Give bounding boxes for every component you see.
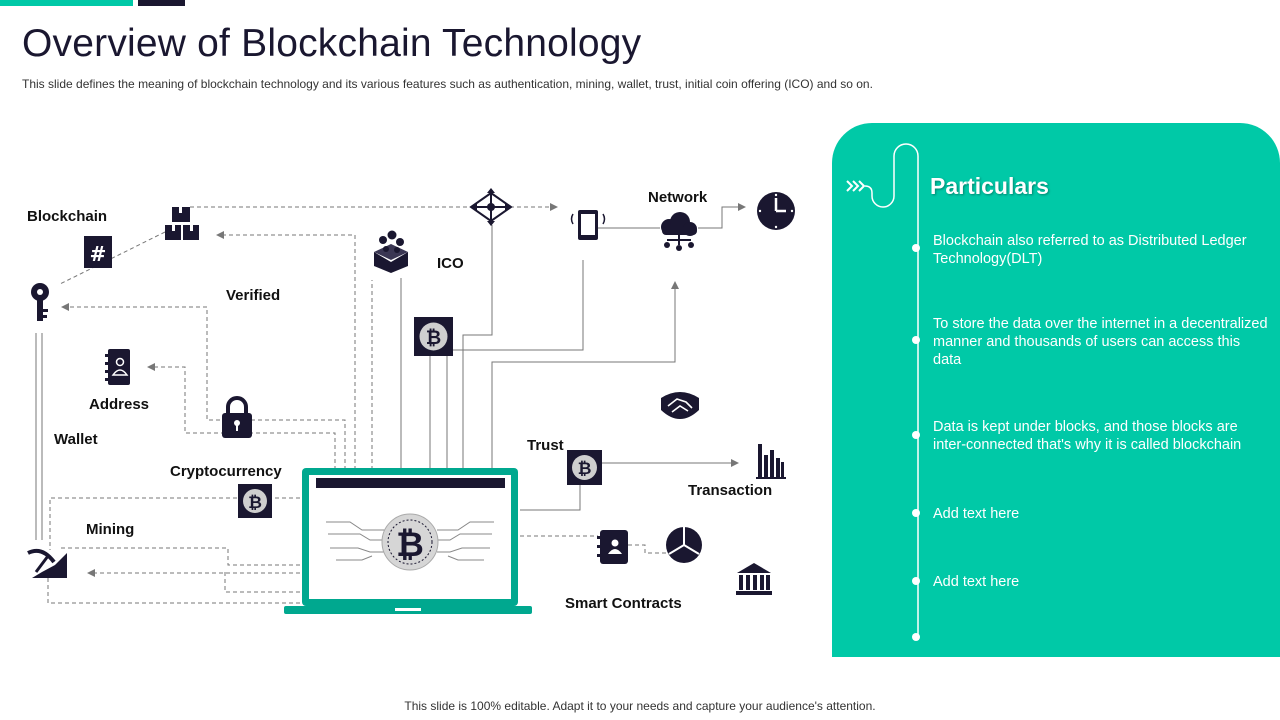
hash-symbol: #: [90, 242, 107, 266]
diagram-canvas: #: [27, 188, 795, 614]
label-ico: ICO: [437, 255, 464, 272]
label-verified: Verified: [226, 287, 281, 304]
tablet-icon: [570, 210, 606, 240]
hash-icon: #: [84, 236, 112, 268]
label-cryptocurrency: Cryptocurrency: [170, 463, 282, 480]
footer-note: This slide is 100% editable. Adapt it to…: [404, 699, 876, 713]
particulars-item-4: Add text here: [933, 506, 1020, 522]
page-title: Overview of Blockchain Technology: [22, 22, 642, 65]
blockchain-diagram: #: [0, 110, 830, 670]
solid-connectors: [35, 203, 746, 540]
pickaxe-icon: [27, 548, 67, 578]
page-subtitle: This slide defines the meaning of blockc…: [22, 77, 873, 91]
clock-icon: [757, 192, 795, 230]
accent-bar-teal: [0, 0, 133, 6]
timeline-dots: [912, 244, 920, 641]
pie-chart-icon: [666, 527, 702, 563]
circuit-lines: [326, 521, 494, 561]
label-network: Network: [648, 189, 708, 206]
label-mining: Mining: [86, 521, 135, 538]
label-address: Address: [89, 396, 150, 413]
lock-icon: [222, 396, 252, 438]
label-wallet: Wallet: [54, 431, 98, 448]
particulars-panel: Particulars Blockchain also referred to …: [832, 123, 1280, 657]
ico-box-icon: [374, 230, 408, 273]
bank-icon: [736, 563, 772, 595]
bar-chart-icon: [756, 444, 786, 479]
key-icon: [31, 283, 49, 321]
laptop-icon: ₿: [284, 468, 532, 614]
chevrons-icon: [846, 180, 866, 192]
boxes-icon: [165, 207, 199, 240]
label-blockchain: Blockchain: [27, 208, 108, 225]
particulars-item-3: Data is kept under blocks, and those blo…: [933, 419, 1242, 453]
bitcoin-icon-trust: ₿: [567, 450, 602, 485]
label-trust: Trust: [527, 437, 564, 454]
bitcoin-icon-crypto: ₿: [238, 484, 272, 518]
handshake-icon: [661, 392, 699, 419]
label-smart-contracts: Smart Contracts: [565, 595, 682, 612]
address-book-icon: [105, 349, 130, 385]
label-transaction: Transaction: [688, 482, 773, 499]
particulars-item-1: Blockchain also referred to as Distribut…: [933, 233, 1247, 267]
network-node-icon: [469, 188, 513, 226]
particulars-item-2: To store the data over the internet in a…: [933, 316, 1268, 368]
particulars-item-5: Add text here: [933, 574, 1020, 590]
accent-bar-dark: [138, 0, 185, 6]
particulars-heading: Particulars: [930, 173, 1049, 199]
dashed-connectors: [47, 203, 668, 604]
bitcoin-glyph-large: ₿: [396, 525, 424, 565]
bitcoin-glyph: ₿: [578, 459, 592, 479]
cloud-network-icon: [661, 212, 697, 251]
contact-book-icon: [597, 530, 628, 564]
bitcoin-icon-ico: ₿: [414, 317, 453, 356]
bitcoin-glyph: ₿: [248, 493, 262, 513]
bitcoin-glyph: ₿: [426, 327, 441, 349]
timeline-graphic: [846, 143, 920, 641]
timeline-line: [864, 143, 919, 640]
